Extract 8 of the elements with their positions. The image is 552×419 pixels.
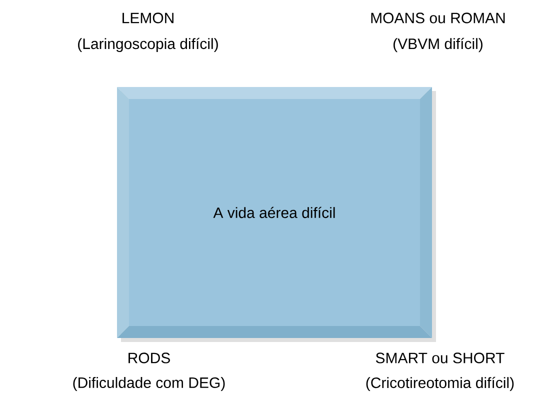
bevel-box: A vida aérea difícil [117,87,436,342]
label-text: (Cricotireotomia difícil) [366,376,514,392]
label-text: SMART ou SHORT [376,352,504,364]
label-text: (VBVM difícil) [394,38,482,52]
label-text: LEMON [122,12,174,24]
label-text: (Dificuldade com DEG) [73,377,225,391]
label-text: MOANS ou ROMAN [371,12,505,24]
label-text: (Laringoscopia difícil) [78,38,218,52]
